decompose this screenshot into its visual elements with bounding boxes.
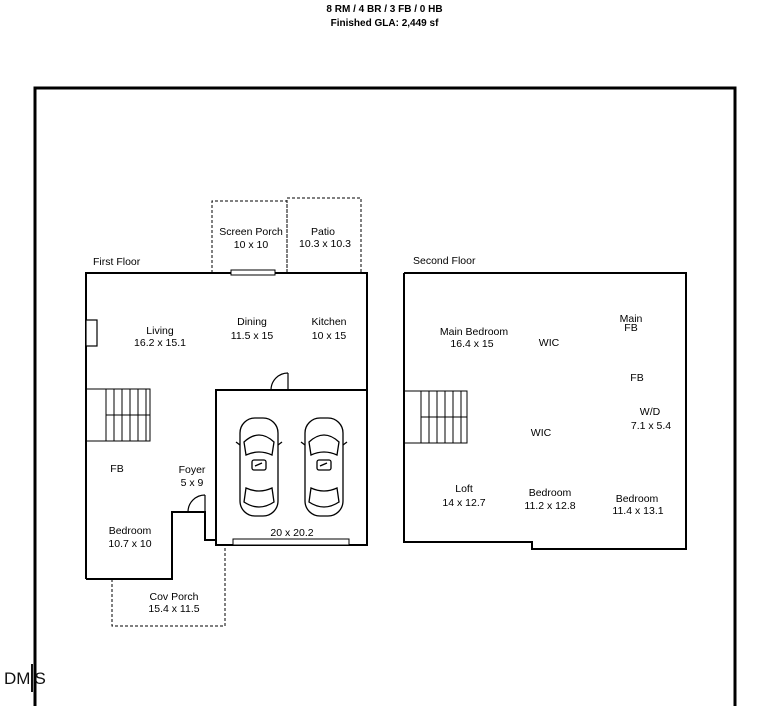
stairs-icon bbox=[404, 390, 468, 444]
room-size: FB bbox=[624, 322, 637, 334]
room-name: FB bbox=[110, 463, 123, 475]
room-size: 5 x 9 bbox=[181, 477, 204, 489]
room-size: 11.2 x 12.8 bbox=[524, 500, 575, 512]
second-floor-outline bbox=[403, 272, 687, 550]
room-size: 11.4 x 13.1 bbox=[612, 505, 663, 517]
room-name: FB bbox=[630, 372, 643, 384]
room-name: Cov Porch bbox=[149, 591, 198, 603]
room-size: 11.5 x 15 bbox=[231, 330, 274, 342]
logo-text-right: S bbox=[34, 669, 46, 688]
room-size: 10 x 10 bbox=[234, 239, 269, 251]
first-floor-title: First Floor bbox=[93, 256, 141, 268]
second-floor-labels: Main Bedroom 16.4 x 15 WIC Main FB FB W/… bbox=[440, 313, 671, 517]
first-floor-labels: Screen Porch 10 x 10 Patio 10.3 x 10.3 L… bbox=[108, 226, 351, 615]
patio-door bbox=[230, 269, 276, 276]
room-name: Kitchen bbox=[311, 316, 346, 328]
room-name: Bedroom bbox=[109, 525, 152, 537]
room-name: Bedroom bbox=[529, 487, 572, 499]
door-swing-icon bbox=[187, 494, 206, 513]
logo-text-left: DM bbox=[4, 669, 31, 688]
room-name: W/D bbox=[640, 406, 661, 418]
room-size: 10.7 x 10 bbox=[108, 538, 151, 550]
room-name: Loft bbox=[455, 483, 473, 495]
room-name: Foyer bbox=[179, 464, 206, 476]
page-frame bbox=[33, 86, 737, 706]
room-name: WIC bbox=[531, 427, 552, 439]
room-size: 14 x 12.7 bbox=[442, 497, 485, 509]
room-name: Main Bedroom bbox=[440, 326, 509, 338]
second-floor-title: Second Floor bbox=[413, 255, 476, 267]
car-icon bbox=[300, 417, 348, 517]
door-swing-icon bbox=[270, 372, 289, 391]
room-name: Bedroom bbox=[616, 493, 659, 505]
room-size: 15.4 x 11.5 bbox=[148, 603, 199, 615]
room-name: Patio bbox=[311, 226, 335, 238]
patio-outline bbox=[286, 197, 362, 273]
car-icon bbox=[235, 417, 283, 517]
room-name: Dining bbox=[237, 316, 267, 328]
room-size: 7.1 x 5.4 bbox=[631, 420, 671, 432]
room-name: Main bbox=[620, 313, 643, 325]
room-size: 16.2 x 15.1 bbox=[134, 337, 186, 349]
room-name: Living bbox=[146, 325, 174, 337]
logo-bar bbox=[31, 664, 34, 692]
plan-summary: 8 RM / 4 BR / 3 FB / 0 HB bbox=[326, 4, 443, 15]
stairs-icon bbox=[86, 388, 151, 442]
garage-door bbox=[232, 538, 350, 546]
garage-size: 20 x 20.2 bbox=[270, 527, 313, 539]
room-name: Screen Porch bbox=[219, 226, 283, 238]
room-size: 10.3 x 10.3 bbox=[299, 238, 351, 250]
room-size: 10 x 15 bbox=[312, 330, 347, 342]
cov-porch-outline bbox=[111, 545, 226, 627]
finished-gla: Finished GLA: 2,449 sf bbox=[330, 18, 439, 29]
room-name: WIC bbox=[539, 337, 560, 349]
fireplace-icon bbox=[85, 319, 98, 347]
room-size: 16.4 x 15 bbox=[450, 338, 493, 350]
